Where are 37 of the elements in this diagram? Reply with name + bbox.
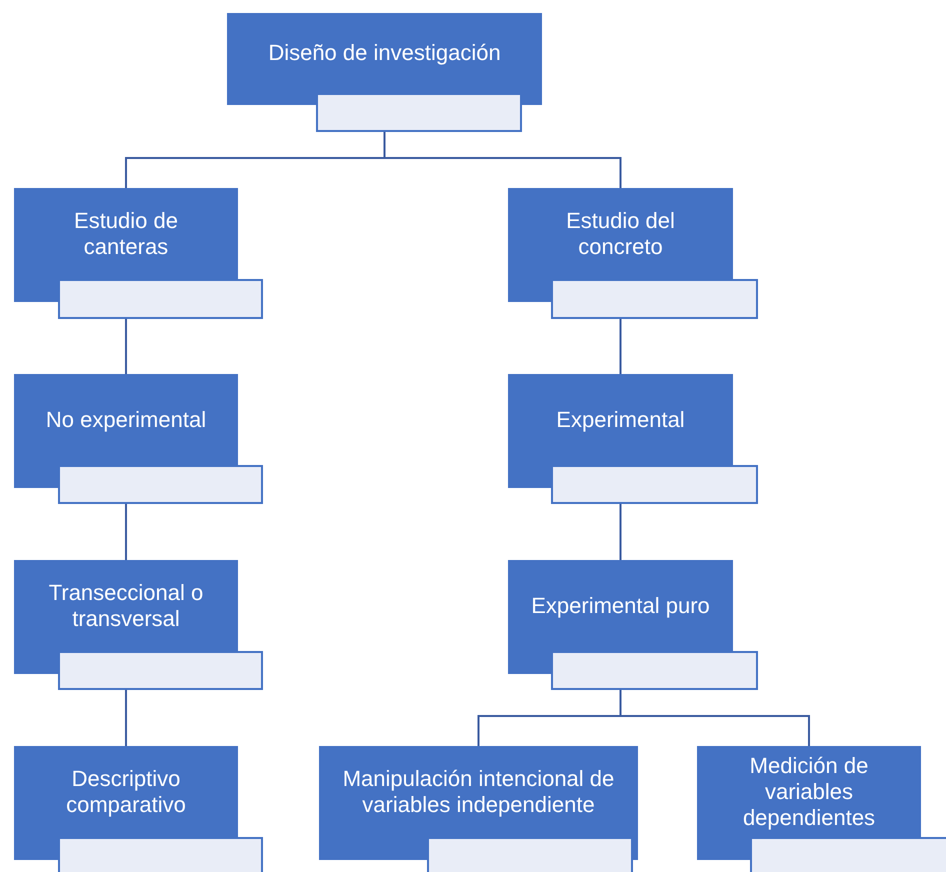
label-tab bbox=[14, 279, 263, 319]
label-tab bbox=[227, 93, 542, 132]
connector-line bbox=[125, 690, 127, 746]
process-box bbox=[508, 374, 733, 465]
box-label: Transeccional o transversal bbox=[48, 580, 204, 632]
box-label: Medición de variables dependientes bbox=[742, 752, 876, 830]
process-box bbox=[14, 374, 238, 465]
process-box bbox=[14, 188, 238, 279]
process-box bbox=[697, 746, 921, 837]
label-tab bbox=[508, 651, 758, 690]
box-label: Estudio del concreto bbox=[565, 208, 676, 260]
box-label: Diseño de investigación bbox=[268, 40, 501, 66]
box-label: Experimental bbox=[556, 406, 685, 432]
process-box bbox=[508, 560, 733, 651]
connector-line bbox=[125, 319, 127, 374]
box-label: Estudio de canteras bbox=[73, 208, 179, 260]
box-label: Manipulación intencional de variables independiente bbox=[342, 766, 616, 818]
label-tab bbox=[14, 651, 263, 690]
connector-line bbox=[620, 690, 810, 746]
label-tab bbox=[508, 465, 758, 504]
connector-line bbox=[620, 504, 622, 560]
box-label: No experimental bbox=[46, 406, 206, 432]
label-tab bbox=[697, 837, 946, 872]
connector-line bbox=[384, 132, 622, 188]
process-box bbox=[227, 13, 542, 93]
connector-line bbox=[620, 319, 622, 374]
connector-line bbox=[125, 504, 127, 560]
label-tab bbox=[319, 837, 638, 872]
process-box bbox=[319, 746, 638, 837]
label-tab bbox=[508, 279, 758, 319]
box-label: Experimental puro bbox=[531, 592, 710, 618]
process-box bbox=[14, 560, 238, 651]
process-box bbox=[508, 188, 733, 279]
box-label: Descriptivo comparativo bbox=[65, 766, 187, 818]
process-box bbox=[14, 746, 238, 837]
label-tab bbox=[14, 465, 263, 504]
label-tab bbox=[14, 837, 263, 872]
